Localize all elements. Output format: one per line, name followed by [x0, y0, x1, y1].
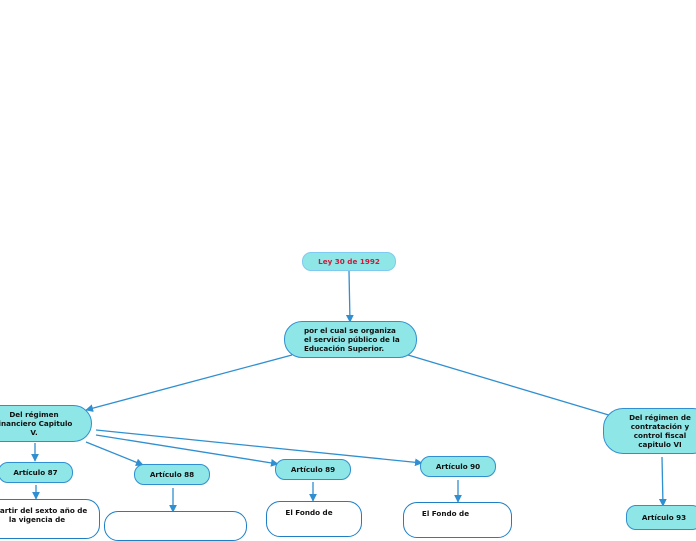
connector-contratacion-to-a93 [658, 456, 667, 507]
article-87-node[interactable]: Artículo 87 [0, 462, 73, 483]
article-93-node[interactable]: Artículo 93 [626, 505, 696, 530]
connector-main-to-contratacion [407, 354, 613, 417]
connector-financiero-to-a90 [95, 429, 423, 467]
article-90-node[interactable]: Artículo 90 [420, 456, 496, 477]
article-88-detail[interactable] [104, 511, 247, 541]
main-topic-node[interactable]: por el cual se organiza el servicio públ… [284, 321, 417, 358]
connector-financiero-to-a89 [95, 434, 279, 467]
article-87-detail[interactable]: A partir del sexto año de la vigencia de [0, 499, 100, 539]
connector-layer [31, 270, 667, 513]
root-node-ley-30[interactable]: Ley 30 de 1992 [302, 252, 396, 271]
mind-map-canvas: Ley 30 de 1992 por el cual se organiza e… [0, 252, 696, 541]
connector-financiero-to-a88 [85, 441, 144, 466]
connector-main-to-financiero [85, 354, 293, 412]
connector-root-to-main [345, 270, 354, 323]
branch-regimen-financiero[interactable]: Del régimen financiero Capitulo V. [0, 405, 92, 442]
article-89-node[interactable]: Artículo 89 [275, 459, 351, 480]
article-90-detail[interactable]: El Fondo de [403, 502, 512, 538]
article-88-node[interactable]: Artículo 88 [134, 464, 210, 485]
branch-regimen-contratacion[interactable]: Del régimen de contratación y control fi… [603, 408, 696, 454]
article-89-detail[interactable]: El Fondo de [266, 501, 362, 537]
